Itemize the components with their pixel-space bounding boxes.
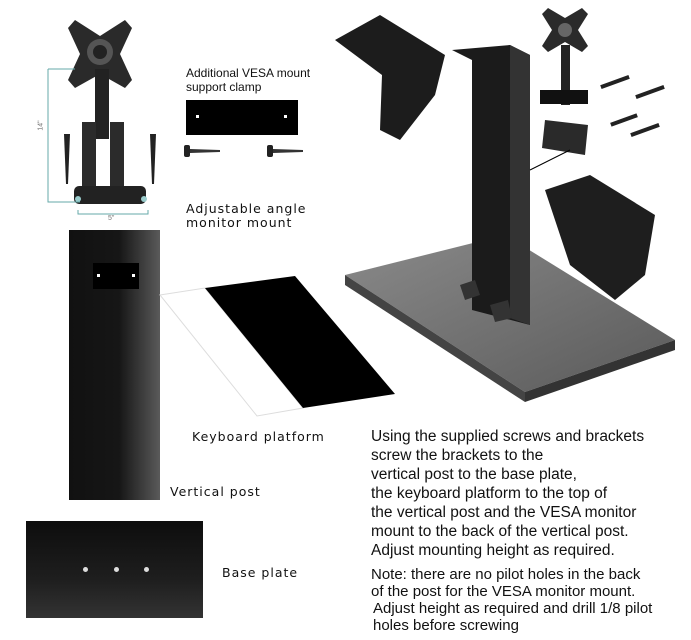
note-line: Note: there are no pilot holes in the ba… [371,566,641,583]
instruction-line: mount to the back of the vertical post. [371,523,629,540]
instruction-line: screw the brackets to the [371,447,544,464]
assembled-stand-illustration [335,8,675,402]
base-plate-label: Base plate [222,565,299,580]
note-line: of the post for the VESA monitor mount. [371,583,636,600]
note-line: holes before screwing [373,617,519,634]
vertical-post-label: Vertical post [170,484,261,499]
dimension-width-label: 5" [108,215,115,222]
keyboard-platform-label: Keyboard platform [192,429,325,444]
vesa-clamp-illustration [186,100,298,135]
note-line: Adjust height as required and drill 1/8 … [373,600,653,617]
instruction-line: the keyboard platform to the top of [371,485,608,502]
instruction-line: the vertical post and the VESA monitor [371,504,637,521]
screws-illustration [184,145,303,157]
instruction-line: Using the supplied screws and brackets [371,428,645,445]
keyboard-platform-illustration [159,276,395,417]
instruction-line: Adjust mounting height as required. [371,542,615,559]
monitor-mount-label: Adjustable angle monitor mount [186,201,307,230]
base-plate-illustration [26,521,203,618]
monitor-mount-illustration [47,20,156,215]
dimension-height-label: 14" [37,120,45,131]
vesa-clamp-label: Additional VESA mount support clamp [186,66,311,94]
instruction-line: vertical post to the base plate, [371,466,577,483]
assembly-note: Note: there are no pilot holes in the ba… [371,566,691,634]
vertical-post-illustration [69,230,160,500]
assembly-instructions: Using the supplied screws and brackets s… [371,427,691,560]
